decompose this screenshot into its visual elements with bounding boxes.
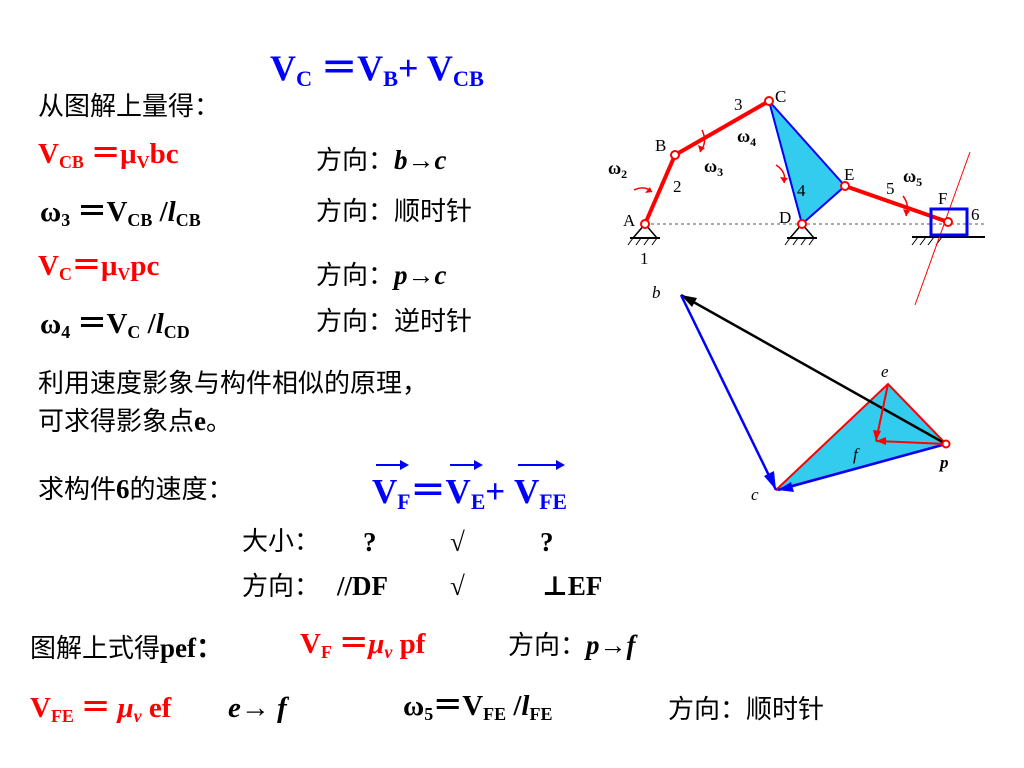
magnitude-label: 大小： [242, 527, 321, 557]
magnitude-vfe: ? [540, 527, 554, 557]
label-f: F [938, 189, 947, 208]
vcb-equation: VCB ＝μVbc [38, 138, 179, 173]
vf-direction: 方向：p→f [508, 630, 636, 661]
label-5: 5 [886, 179, 895, 198]
vcb-direction: 方向：b→c [316, 145, 447, 176]
label-1: 1 [640, 249, 649, 268]
vfe-equation: VFE ＝ μv ef [30, 692, 172, 727]
vector-pf [875, 440, 947, 445]
link2 [643, 154, 677, 225]
vc-equation: VC＝μVpc [38, 250, 160, 285]
omega5-arrow [902, 195, 909, 217]
omega5-label: ω5 [903, 166, 922, 189]
vector-ef [875, 383, 889, 442]
omega2-label: ω2 [608, 158, 627, 181]
velocity-image-triangle [775, 382, 948, 491]
omega4-equation: ω4 ＝VC /lCD [40, 308, 190, 343]
omega4-arrow [775, 164, 786, 184]
omega3-direction: 方向：顺时针 [316, 197, 473, 227]
link3 [674, 99, 770, 157]
label-4: 4 [797, 181, 806, 200]
member6-heading: 求构件6的速度： [38, 474, 234, 505]
direction-ve: √ [450, 571, 465, 601]
title-equation: VC ＝VB+ VCB [270, 48, 484, 92]
joint-c [764, 96, 774, 106]
ground-a [627, 222, 660, 246]
vector-pb [680, 293, 947, 446]
polygon-label-e: e [881, 362, 889, 381]
vector-equation: VF＝VE+ VFE [372, 460, 567, 515]
joint-f [943, 217, 953, 227]
result1-label: 图解上式得pef： [30, 633, 224, 664]
link5 [844, 184, 949, 224]
intro-text: 从图解上量得： [38, 92, 221, 122]
label-b: B [655, 136, 666, 155]
link4-triangle [768, 100, 847, 226]
perp-line-f [914, 151, 971, 306]
label-c: C [775, 87, 786, 106]
label-2: 2 [673, 177, 682, 196]
label-6: 6 [971, 205, 980, 224]
direction-label: 方向： [242, 572, 321, 602]
omega5-direction: 方向：顺时针 [668, 695, 825, 725]
polygon-label-b: b [652, 283, 661, 302]
magnitude-vf: ? [363, 527, 377, 557]
ground-d [784, 222, 817, 246]
polygon-label-f: f [853, 445, 860, 464]
omega3-label: ω3 [704, 156, 723, 179]
vf-equation: VF ＝μv pf [300, 628, 426, 663]
omega4-label: ω4 [737, 126, 756, 149]
joint-b [670, 150, 680, 160]
label-3: 3 [734, 95, 743, 114]
omega4-direction: 方向：逆时针 [316, 307, 473, 337]
omega3-equation: ω3 ＝VCB /lCB [40, 196, 201, 231]
slider-guide [911, 236, 985, 246]
omega5-equation: ω5＝VFE /lFE [403, 690, 553, 725]
vector-bc [679, 294, 778, 491]
polygon-label-p: p [938, 453, 949, 472]
magnitude-ve: √ [450, 527, 465, 557]
joint-a [640, 219, 650, 229]
point-p-marker [941, 439, 951, 449]
vector-pc [777, 442, 947, 492]
label-e: E [844, 165, 854, 184]
joint-d [797, 219, 807, 229]
label-a: A [623, 211, 636, 230]
label-d: D [779, 208, 791, 227]
principle-line-1: 利用速度影象与构件相似的原理， [38, 369, 429, 399]
principle-line-2: 可求得影象点e。 [38, 406, 233, 437]
omega2-arrow [633, 187, 653, 193]
vc-direction: 方向：p→c [316, 260, 447, 291]
omega3-arrow [699, 129, 706, 153]
joint-e [840, 181, 850, 191]
polygon-label-c: c [751, 485, 759, 504]
vfe-direction: e→ f [228, 692, 287, 724]
direction-vf: //DF [337, 571, 388, 601]
direction-vfe: ⊥EF [542, 571, 603, 601]
slider-block [929, 207, 969, 237]
